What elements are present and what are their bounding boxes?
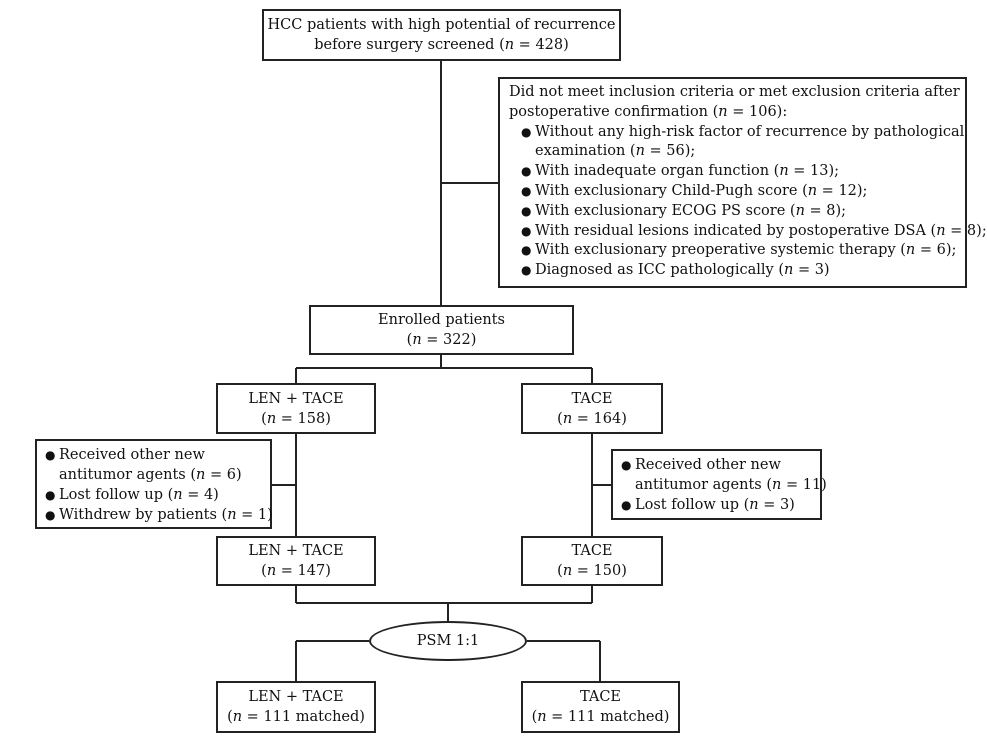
len-tace-matched-label: LEN + TACE: [248, 689, 344, 705]
len-tace-final-box: LEN + TACE (n = 147): [216, 536, 376, 586]
bullet-icon: ●: [521, 183, 532, 198]
tace-matched-box: TACE (n = 111 matched): [521, 681, 680, 733]
exclusion-item: ●Lost follow up (n = 4): [45, 487, 219, 503]
exclusion-item: ● Received other new antitumor agents (n…: [621, 457, 827, 493]
exclusion-item: ●With residual lesions indicated by post…: [521, 222, 987, 242]
len-tace-matched-count: (n = 111 matched): [227, 709, 365, 725]
enrolled-patients-box: Enrolled patients (n = 322): [309, 305, 574, 355]
tace-arm-box: TACE (n = 164): [521, 383, 663, 434]
exclusion-item: ●With inadequate organ function (n = 13)…: [521, 162, 959, 182]
exclusion-header-1: Did not meet inclusion criteria or met e…: [509, 84, 960, 100]
exclusion-header-2: postoperative confirmation (n = 106):: [509, 103, 788, 120]
len-tace-arm-box: LEN + TACE (n = 158): [216, 383, 376, 434]
exclusion-item: ●With exclusionary Child-Pugh score (n =…: [521, 182, 959, 202]
tace-final-box: TACE (n = 150): [521, 536, 663, 586]
tace-exclusion-box: ● Received other new antitumor agents (n…: [611, 449, 827, 520]
bullet-icon: ●: [621, 458, 632, 472]
len-tace-arm-count: (n = 158): [261, 410, 331, 427]
bullet-icon: ●: [521, 243, 532, 258]
exclusion-item: ●Lost follow up (n = 3): [621, 497, 795, 513]
tace-final-label: TACE: [571, 543, 613, 559]
exclusion-item: ●Diagnosed as ICC pathologically (n = 3): [521, 261, 959, 281]
screened-line-1: HCC patients with high potential of recu…: [267, 17, 616, 33]
len-tace-final-count: (n = 147): [261, 563, 331, 579]
bullet-icon: ●: [45, 508, 56, 522]
enrolled-count: (n = 322): [406, 332, 477, 348]
bullet-icon: ●: [521, 124, 532, 139]
bullet-icon: ●: [521, 203, 532, 218]
exclusion-list: ● Without any high-risk factor of recurr…: [509, 123, 987, 281]
bullet-icon: ●: [45, 488, 56, 502]
tace-matched-count: (n = 111 matched): [531, 709, 670, 725]
len-tace-arm-label: LEN + TACE: [248, 390, 344, 407]
bullet-icon: ●: [621, 498, 632, 512]
len-tace-exclusion-box: ● Received other new antitumor agents (n…: [35, 439, 273, 529]
tace-arm-count: (n = 164): [557, 410, 627, 427]
enrolled-label: Enrolled patients: [378, 312, 505, 328]
exclusion-item: ●Withdrew by patients (n = 1): [45, 507, 273, 523]
len-tace-final-label: LEN + TACE: [248, 543, 344, 559]
psm-ellipse: PSM 1:1: [369, 621, 527, 661]
bullet-icon: ●: [45, 448, 56, 462]
tace-exclusion-list: ● Received other new antitumor agents (n…: [621, 455, 827, 515]
psm-label: PSM 1:1: [416, 633, 480, 649]
exclusion-item: ●With exclusionary ECOG PS score (n = 8)…: [521, 202, 959, 222]
tace-arm-label: TACE: [571, 390, 613, 407]
screened-line-2: before surgery screened (n = 428): [314, 37, 569, 53]
exclusion-item: ●With exclusionary preoperative systemic…: [521, 241, 959, 261]
bullet-icon: ●: [521, 223, 532, 238]
exclusion-item: ● Received other new antitumor agents (n…: [45, 447, 242, 483]
exclusion-criteria-box: Did not meet inclusion criteria or met e…: [498, 77, 987, 288]
tace-final-count: (n = 150): [557, 563, 627, 579]
len-tace-exclusion-list: ● Received other new antitumor agents (n…: [45, 445, 273, 525]
tace-matched-label: TACE: [579, 689, 622, 705]
bullet-icon: ●: [521, 164, 532, 179]
len-tace-matched-box: LEN + TACE (n = 111 matched): [216, 681, 376, 733]
bullet-icon: ●: [521, 263, 532, 278]
exclusion-item: ● Without any high-risk factor of recurr…: [521, 123, 965, 160]
screened-patients-box: HCC patients with high potential of recu…: [262, 9, 621, 61]
